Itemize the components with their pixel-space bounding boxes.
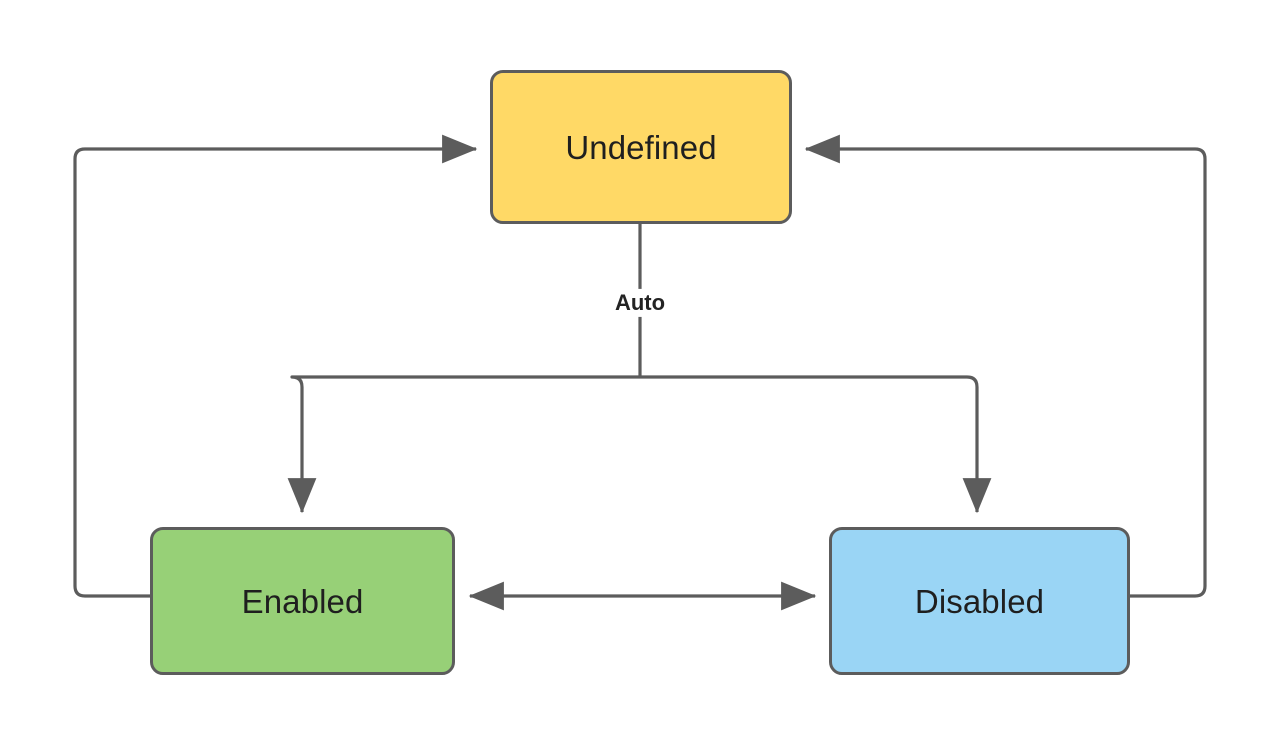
state-node-undefined-label: Undefined [565, 128, 717, 166]
state-node-disabled-label: Disabled [914, 582, 1045, 620]
edge-enabled-to-undefined [73, 134, 478, 598]
edge-undefined-to-disabled [640, 375, 992, 514]
edge-label-auto: Auto [605, 288, 675, 318]
edge-undefined-to-enabled [287, 375, 640, 514]
edge-disabled-to-undefined [804, 134, 1207, 598]
state-node-undefined[interactable]: Undefined [490, 70, 792, 224]
state-node-enabled[interactable]: Enabled [150, 527, 455, 675]
state-node-enabled-label: Enabled [241, 582, 364, 620]
state-node-disabled[interactable]: Disabled [829, 527, 1130, 675]
